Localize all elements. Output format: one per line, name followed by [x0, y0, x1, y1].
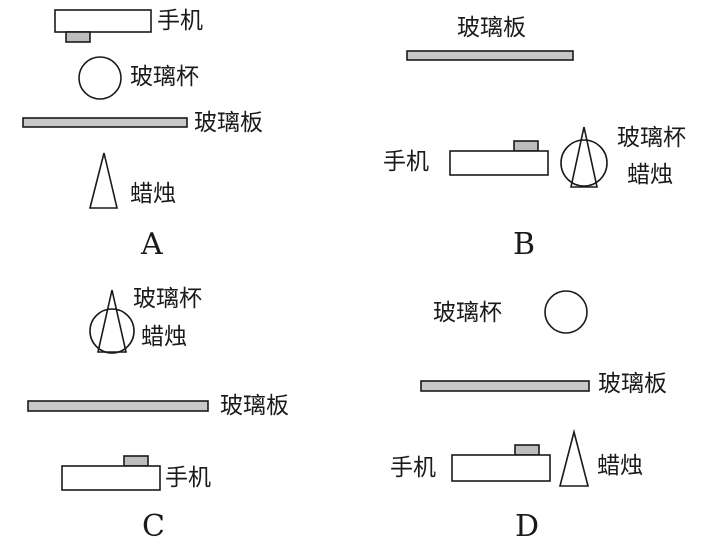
glass-plate-bar	[420, 380, 590, 392]
panel-b	[406, 50, 608, 188]
option-a-label: A	[141, 227, 163, 262]
phone-body	[61, 465, 161, 491]
glass-cup-circle	[560, 139, 608, 187]
glass-cup-label: 玻璃杯	[617, 125, 686, 151]
glass-cup-label: 玻璃杯	[130, 64, 199, 90]
glass-plate-label: 玻璃板	[194, 110, 263, 136]
option-c-label: C	[142, 509, 165, 544]
phone-label: 手机	[390, 455, 436, 481]
phone-label: 手机	[383, 149, 429, 175]
phone-camera	[513, 140, 539, 152]
phone-body	[449, 150, 549, 176]
glass-cup-circle	[89, 308, 135, 354]
candle-label: 蜡烛	[141, 324, 187, 350]
glass-cup-label: 玻璃杯	[433, 300, 502, 326]
candle-label: 蜡烛	[627, 162, 673, 188]
panel-a	[22, 9, 188, 209]
glass-plate-bar	[27, 400, 209, 412]
candle-triangle	[88, 152, 119, 209]
phone-camera	[65, 31, 91, 43]
candle-triangle	[570, 126, 598, 188]
phone-label: 手机	[165, 465, 211, 491]
glass-plate-label: 玻璃板	[457, 15, 526, 41]
phone-label: 手机	[157, 8, 203, 34]
glass-plate-bar	[406, 50, 574, 61]
candle-triangle	[558, 428, 590, 487]
glass-plate-label: 玻璃板	[220, 393, 289, 419]
panel-c	[27, 289, 209, 491]
option-d-label: D	[515, 509, 540, 544]
phone-camera	[123, 455, 149, 467]
option-b-label: B	[513, 227, 536, 262]
glass-plate-label: 玻璃板	[598, 371, 667, 397]
phone-camera	[514, 444, 540, 456]
candle-label: 蜡烛	[597, 453, 643, 479]
candle-label: 蜡烛	[130, 181, 176, 207]
glass-cup-circle	[544, 290, 588, 334]
glass-cup-label: 玻璃杯	[133, 286, 202, 312]
glass-plate-bar	[22, 117, 188, 128]
phone-body	[54, 9, 152, 33]
panel-d	[420, 290, 590, 487]
glass-cup-circle	[78, 56, 122, 100]
phone-body	[451, 454, 551, 482]
candle-triangle	[96, 289, 128, 353]
